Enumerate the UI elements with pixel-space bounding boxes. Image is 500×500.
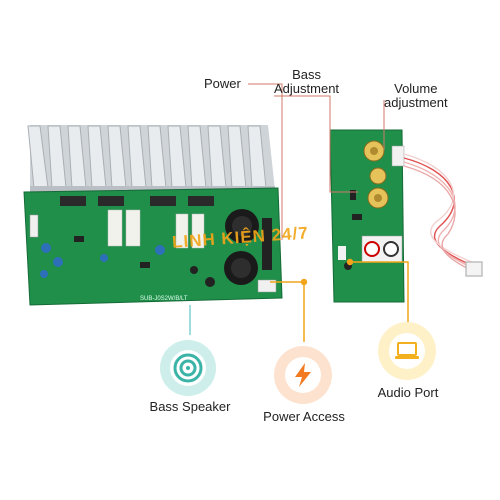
cable-bundle <box>403 153 483 277</box>
main-pcb: SUB-J0S2W/B/LT <box>23 187 283 306</box>
power-label: Power <box>204 76 241 91</box>
leader-lines <box>248 83 385 240</box>
heatsink <box>27 125 275 194</box>
power-access-label: Power Access <box>263 409 345 424</box>
volume-adjustment-label: Volume adjustment <box>384 81 448 110</box>
bass-speaker-feature <box>160 340 216 396</box>
feature-leaders <box>270 258 409 342</box>
control-board <box>329 129 405 303</box>
audio-port-label: Audio Port <box>377 385 439 400</box>
speaker-icon <box>170 350 206 386</box>
laptop-icon <box>389 333 425 369</box>
bass-speaker-label: Bass Speaker <box>149 399 231 414</box>
board-silkscreen: SUB-J0S2W/B/LT <box>140 296 188 302</box>
audio-port-feature <box>378 322 436 380</box>
power-access-feature <box>274 346 332 404</box>
lightning-icon <box>285 357 321 393</box>
bass-adjustment-label: Bass Adjustment <box>274 67 340 96</box>
